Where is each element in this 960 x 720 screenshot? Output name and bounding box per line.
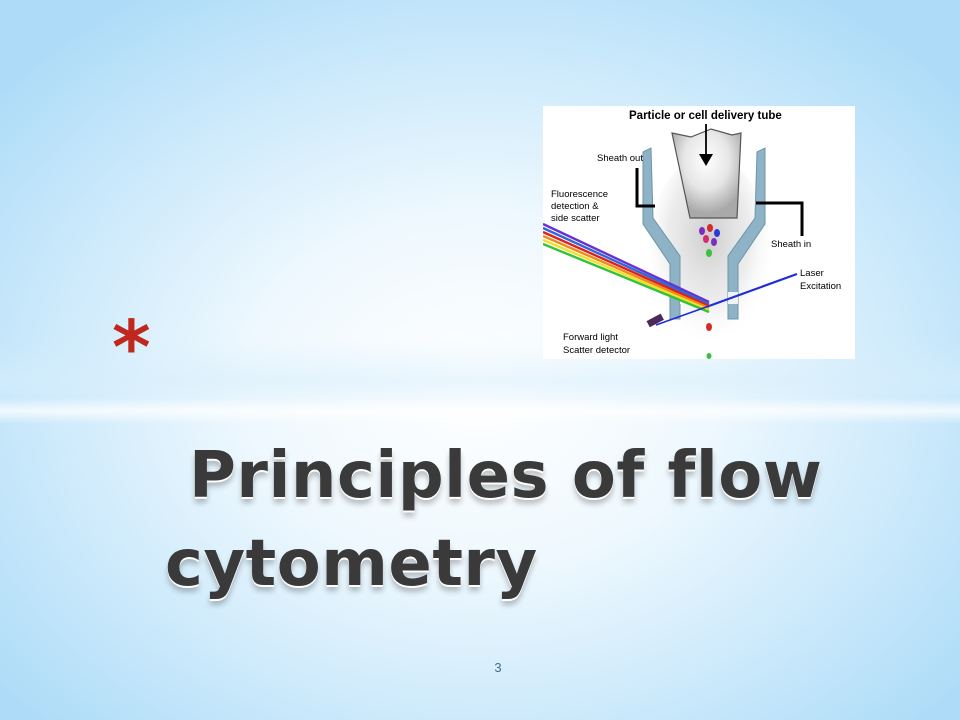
diagram-svg: Particle or cell delivery tube Sheath ou… xyxy=(542,110,841,359)
slide-title: Principles of flow cytometry xyxy=(165,432,885,608)
particle xyxy=(707,224,713,232)
beam-orange xyxy=(542,234,710,310)
beam-blue xyxy=(542,226,710,306)
page-number: 3 xyxy=(494,660,502,675)
nozzle-right-wall xyxy=(727,147,766,320)
delivery-tube xyxy=(671,128,742,219)
label-forward-2: Scatter detector xyxy=(563,345,630,356)
label-fluorescence-1: Fluorescence xyxy=(551,189,608,200)
label-laser-2: Excitation xyxy=(800,281,841,292)
particle xyxy=(703,235,709,243)
particle xyxy=(711,238,717,246)
label-fluorescence-3: side scatter xyxy=(551,213,600,224)
nozzle-left-wall xyxy=(642,147,681,320)
particle xyxy=(706,249,712,257)
title-line-2: cytometry xyxy=(165,527,538,601)
sheath-in-bracket xyxy=(756,201,804,236)
beam-green xyxy=(542,242,710,314)
background-highlight-line xyxy=(0,398,960,424)
label-fluorescence-2: detection & xyxy=(551,201,599,212)
beam-violet xyxy=(542,222,710,304)
particle xyxy=(714,229,720,237)
beam-red xyxy=(542,230,710,308)
label-sheath-out: Sheath out xyxy=(597,153,643,164)
forward-scatter-beam xyxy=(655,305,710,326)
laser-beam xyxy=(708,272,798,308)
label-forward-1: Forward light xyxy=(563,332,618,343)
bullet-asterisk: * xyxy=(112,305,151,391)
delivery-arrow-head xyxy=(699,154,713,166)
title-line-1: Principles of flow xyxy=(189,439,823,513)
forward-detector xyxy=(646,313,664,328)
particle xyxy=(699,227,705,235)
sheath-out-bracket xyxy=(635,168,655,208)
label-delivery-tube: Particle or cell delivery tube xyxy=(629,110,782,122)
flow-cytometry-diagram: Particle or cell delivery tube Sheath ou… xyxy=(542,106,855,359)
particle xyxy=(706,323,712,331)
label-laser-1: Laser xyxy=(800,268,824,279)
beam-yellow xyxy=(542,238,710,312)
particle xyxy=(706,353,712,359)
label-sheath-in: Sheath in xyxy=(771,239,811,250)
